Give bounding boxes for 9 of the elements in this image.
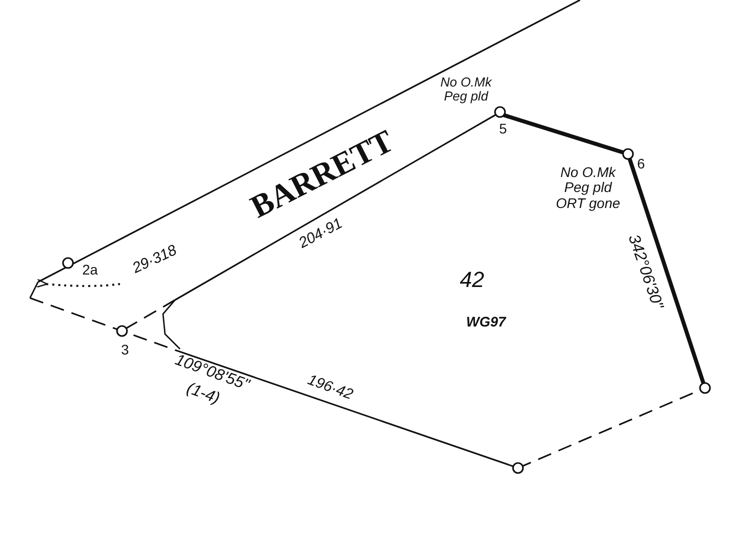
- distance-label: 196·42: [305, 372, 355, 404]
- point-label: 2a: [82, 262, 98, 278]
- lot-number: 42: [460, 268, 484, 292]
- point-label: 5: [499, 121, 507, 137]
- survey-note: No O.Mk Peg pld: [439, 76, 493, 104]
- survey-note: No O.Mk Peg pld ORT gone: [554, 164, 622, 212]
- parcel-code: WG97: [466, 314, 506, 330]
- point-label: 6: [637, 156, 645, 172]
- point-label: 3: [121, 342, 129, 358]
